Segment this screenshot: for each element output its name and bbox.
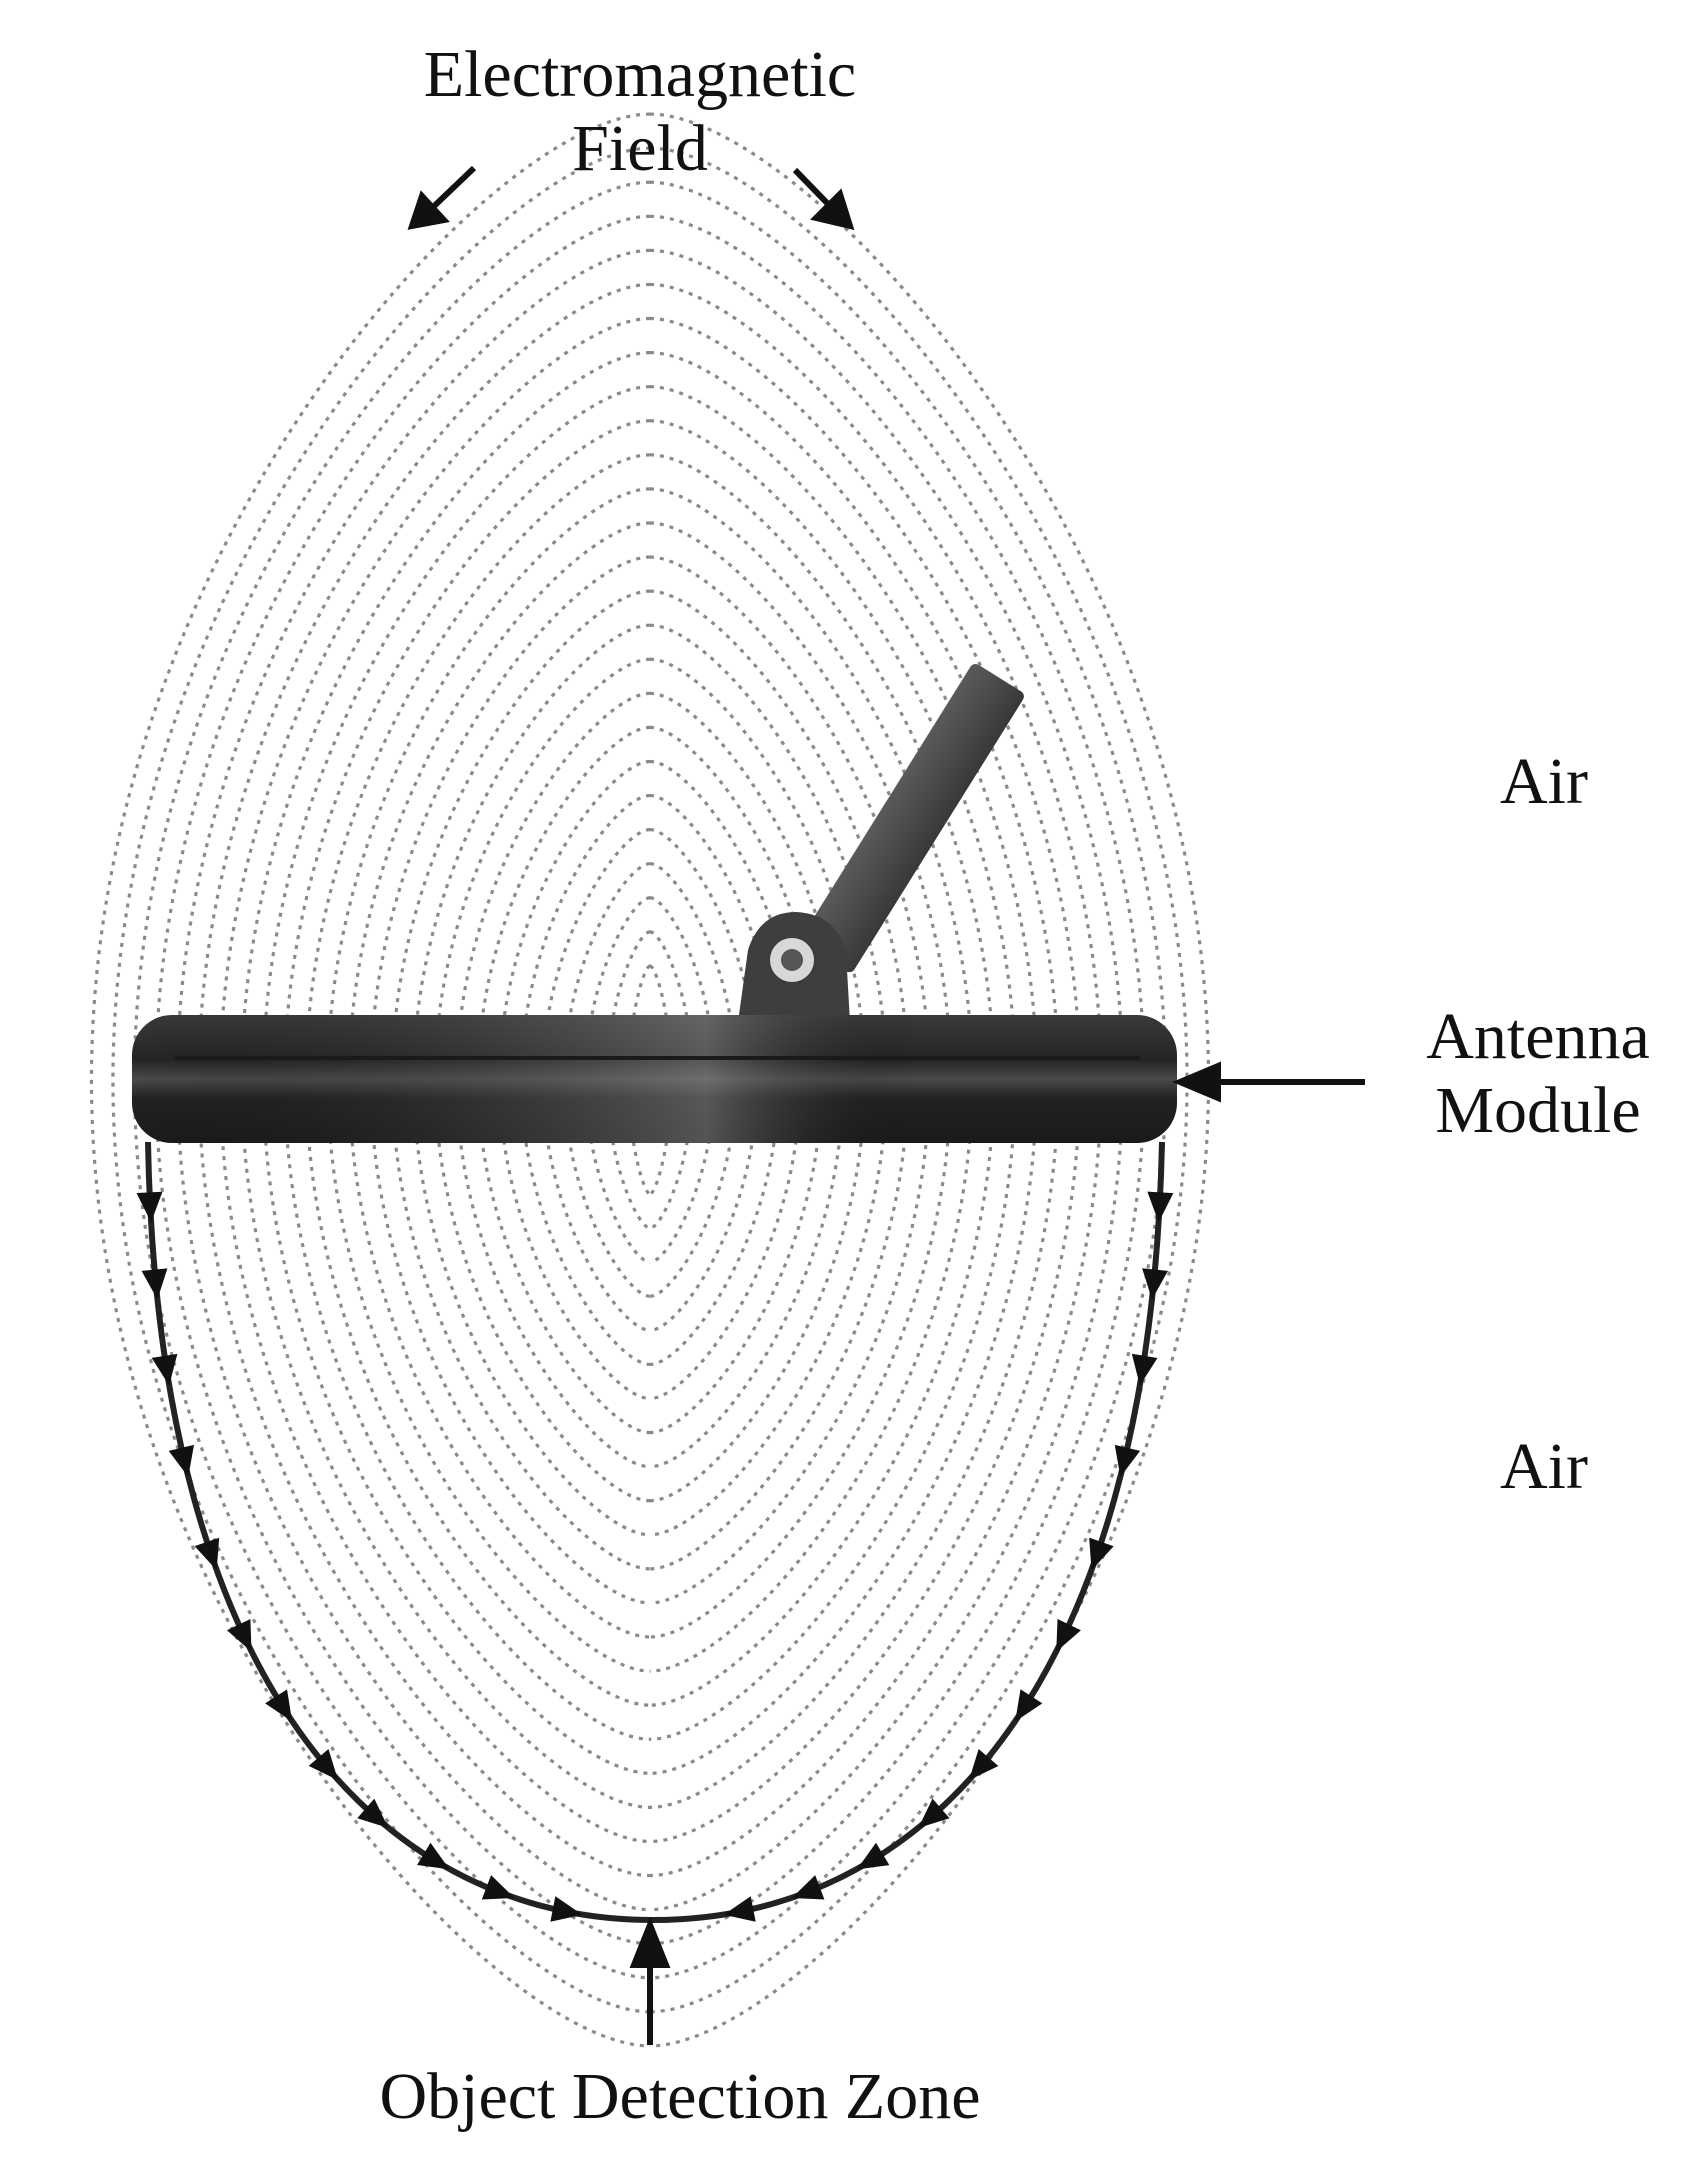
- search-coil-head: [132, 663, 1177, 1143]
- field-line: [649, 282, 1103, 1878]
- field-line: [649, 419, 1017, 1741]
- zone-arrowhead-mark: [791, 1875, 825, 1900]
- field-line: [583, 896, 651, 1264]
- bracket-pivot-inner: [781, 949, 803, 971]
- zone-arrowhead-mark: [357, 1798, 389, 1829]
- field-line: [347, 521, 651, 1639]
- antenna-arrowhead: [1172, 1061, 1221, 1103]
- field-line: [649, 385, 1039, 1775]
- zone-arrowhead-mark: [136, 1191, 163, 1223]
- detection-zone-arrowheads: [136, 1191, 1174, 1922]
- field-line: [89, 112, 651, 2048]
- zone-arrowhead-mark: [1114, 1444, 1141, 1478]
- field-line: [605, 930, 651, 1230]
- zone-arrowhead-mark: [141, 1268, 168, 1300]
- zone-arrowhead-mark: [481, 1875, 515, 1900]
- antenna-label-line2: Module: [1435, 1073, 1641, 1147]
- field-line: [519, 793, 651, 1367]
- zone-arrowhead-mark: [918, 1798, 950, 1829]
- zone-arrowhead: [629, 1916, 671, 1968]
- air-label-lower: Air: [1500, 1430, 1588, 1503]
- field-line: [649, 828, 760, 1332]
- field-line: [412, 623, 651, 1537]
- antenna-label-line1: Antenna: [1426, 1000, 1650, 1073]
- field-line: [649, 521, 953, 1639]
- field-line: [649, 793, 781, 1367]
- zone-arrowhead-mark: [151, 1353, 178, 1386]
- field-line: [649, 623, 888, 1537]
- air-label-upper: Air: [1500, 745, 1588, 818]
- zone-arrowhead-mark: [856, 1842, 890, 1870]
- zone-arrowhead-mark: [1015, 1689, 1043, 1722]
- zone-arrowhead-mark: [265, 1689, 293, 1722]
- em-left-arrow: [427, 165, 477, 213]
- em-right-arrow: [792, 167, 833, 209]
- field-line: [197, 282, 651, 1878]
- field-line: [455, 691, 651, 1469]
- zone-arrowhead-mark: [194, 1537, 220, 1571]
- label-arrows: [407, 165, 1365, 2045]
- field-line: [132, 180, 651, 1980]
- zone-arrowhead-mark: [308, 1749, 339, 1781]
- detection-zone-boundary: [145, 1141, 1165, 1924]
- antenna-module-label: Antenna Module: [1388, 1000, 1688, 1148]
- field-line: [540, 828, 651, 1332]
- zone-arrowhead-mark: [1147, 1191, 1174, 1223]
- antenna-coil-shine: [132, 1015, 1177, 1143]
- zone-arrowhead-mark: [968, 1749, 999, 1781]
- coil-shaft: [800, 663, 1024, 973]
- zone-arrowhead-mark: [1142, 1268, 1168, 1300]
- field-line: [649, 896, 717, 1264]
- em-label-line2: Field: [572, 111, 708, 185]
- electromagnetic-field-label: Electromagnetic Field: [330, 38, 950, 186]
- zone-arrowhead-mark: [417, 1842, 450, 1870]
- em-label-line1: Electromagnetic: [423, 38, 857, 111]
- em-left-arrowhead: [407, 190, 450, 230]
- zone-arrowhead-mark: [168, 1444, 194, 1478]
- zone-arrowhead-mark: [723, 1896, 756, 1922]
- field-line: [649, 930, 695, 1230]
- zone-arrowhead-mark: [1056, 1619, 1081, 1652]
- field-line: [261, 385, 651, 1775]
- zone-arrowhead-mark: [550, 1896, 583, 1922]
- field-line: [649, 180, 1168, 1980]
- zone-arrowhead-mark: [226, 1619, 252, 1652]
- field-line: [283, 419, 651, 1741]
- zone-arrowhead-mark: [1131, 1353, 1158, 1386]
- zone-arrowhead-mark: [1089, 1537, 1114, 1571]
- em-right-arrowhead: [810, 188, 855, 231]
- field-line: [649, 691, 845, 1469]
- object-detection-zone-label: Object Detection Zone: [379, 2060, 981, 2133]
